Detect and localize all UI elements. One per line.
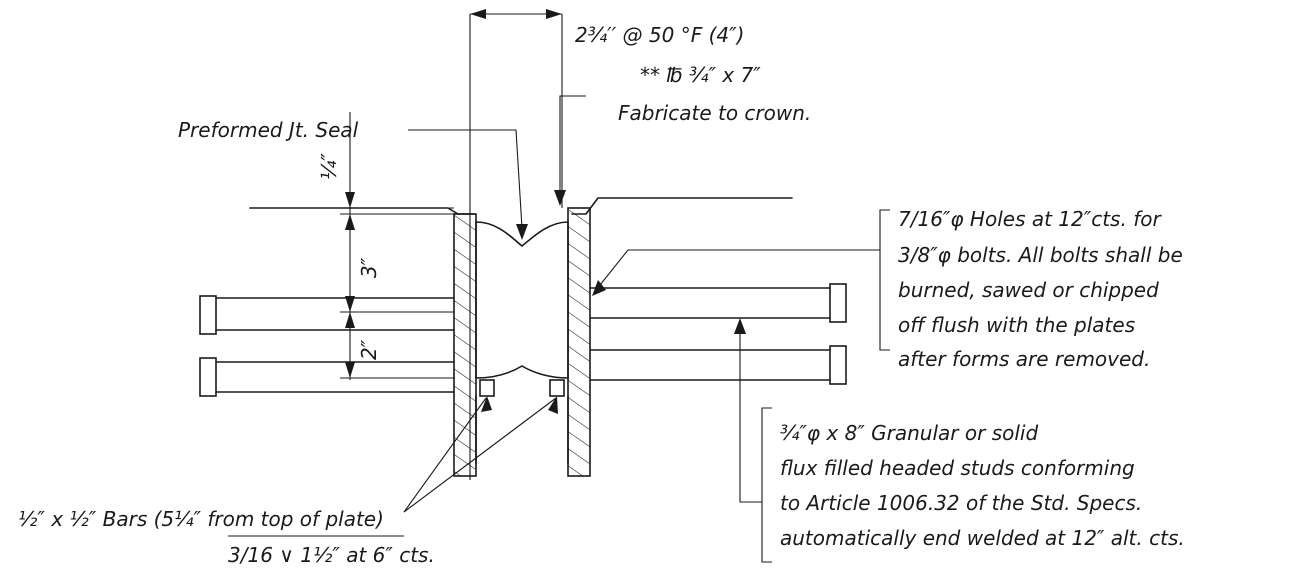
top-opening-label: 2¾′′ @ 50 °F (4″) xyxy=(575,23,744,47)
vertical-dimensions: ¼″ 3″ 2″ xyxy=(317,112,454,380)
seal-leader: Preformed Jt. Seal xyxy=(178,118,528,240)
holes-line-2: 3/8″φ bolts. All bolts shall be xyxy=(898,243,1183,267)
holes-line-1: 7/16″φ Holes at 12″cts. for xyxy=(898,207,1162,231)
seal-label: Preformed Jt. Seal xyxy=(178,118,359,142)
plate-leader: ** ℔ ¾″ x 7″ Fabricate to crown. xyxy=(554,63,811,206)
right-studs xyxy=(589,283,847,385)
square-bars xyxy=(475,379,569,465)
three-inch-label: 3″ xyxy=(357,257,381,278)
studs-note: ¾″φ x 8″ Granular or solid flux filled h… xyxy=(734,318,1185,563)
holes-line-3: burned, sawed or chipped xyxy=(898,278,1159,302)
studs-line-3: to Article 1006.32 of the Std. Specs. xyxy=(780,491,1142,515)
plate-label-line1: ** ℔ ¾″ x 7″ xyxy=(640,63,761,87)
steel-plates xyxy=(453,207,591,477)
studs-line-4: automatically end welded at 12″ alt. cts… xyxy=(780,526,1185,550)
quarter-inch-label: ¼″ xyxy=(317,153,341,180)
right-plate xyxy=(567,207,591,477)
bars-label-line2: 3/16 ∨ 1½″ at 6″ cts. xyxy=(228,543,435,567)
plate-label-line2: Fabricate to crown. xyxy=(618,101,811,125)
holes-line-5: after forms are removed. xyxy=(898,347,1150,371)
bars-label-line1: ½″ x ½″ Bars (5¼″ from top of plate) xyxy=(18,507,384,531)
left-studs xyxy=(199,295,455,397)
two-inch-label: 2″ xyxy=(357,339,381,360)
left-plate xyxy=(453,213,477,477)
studs-line-1: ¾″φ x 8″ Granular or solid xyxy=(780,421,1038,445)
holes-line-4: off flush with the plates xyxy=(898,313,1135,337)
holes-note: 7/16″φ Holes at 12″cts. for 3/8″φ bolts.… xyxy=(592,207,1183,371)
bars-note: ½″ x ½″ Bars (5¼″ from top of plate) 3/1… xyxy=(18,396,558,567)
studs-line-2: flux filled headed studs conforming xyxy=(780,456,1135,480)
preformed-joint-seal xyxy=(475,221,569,379)
